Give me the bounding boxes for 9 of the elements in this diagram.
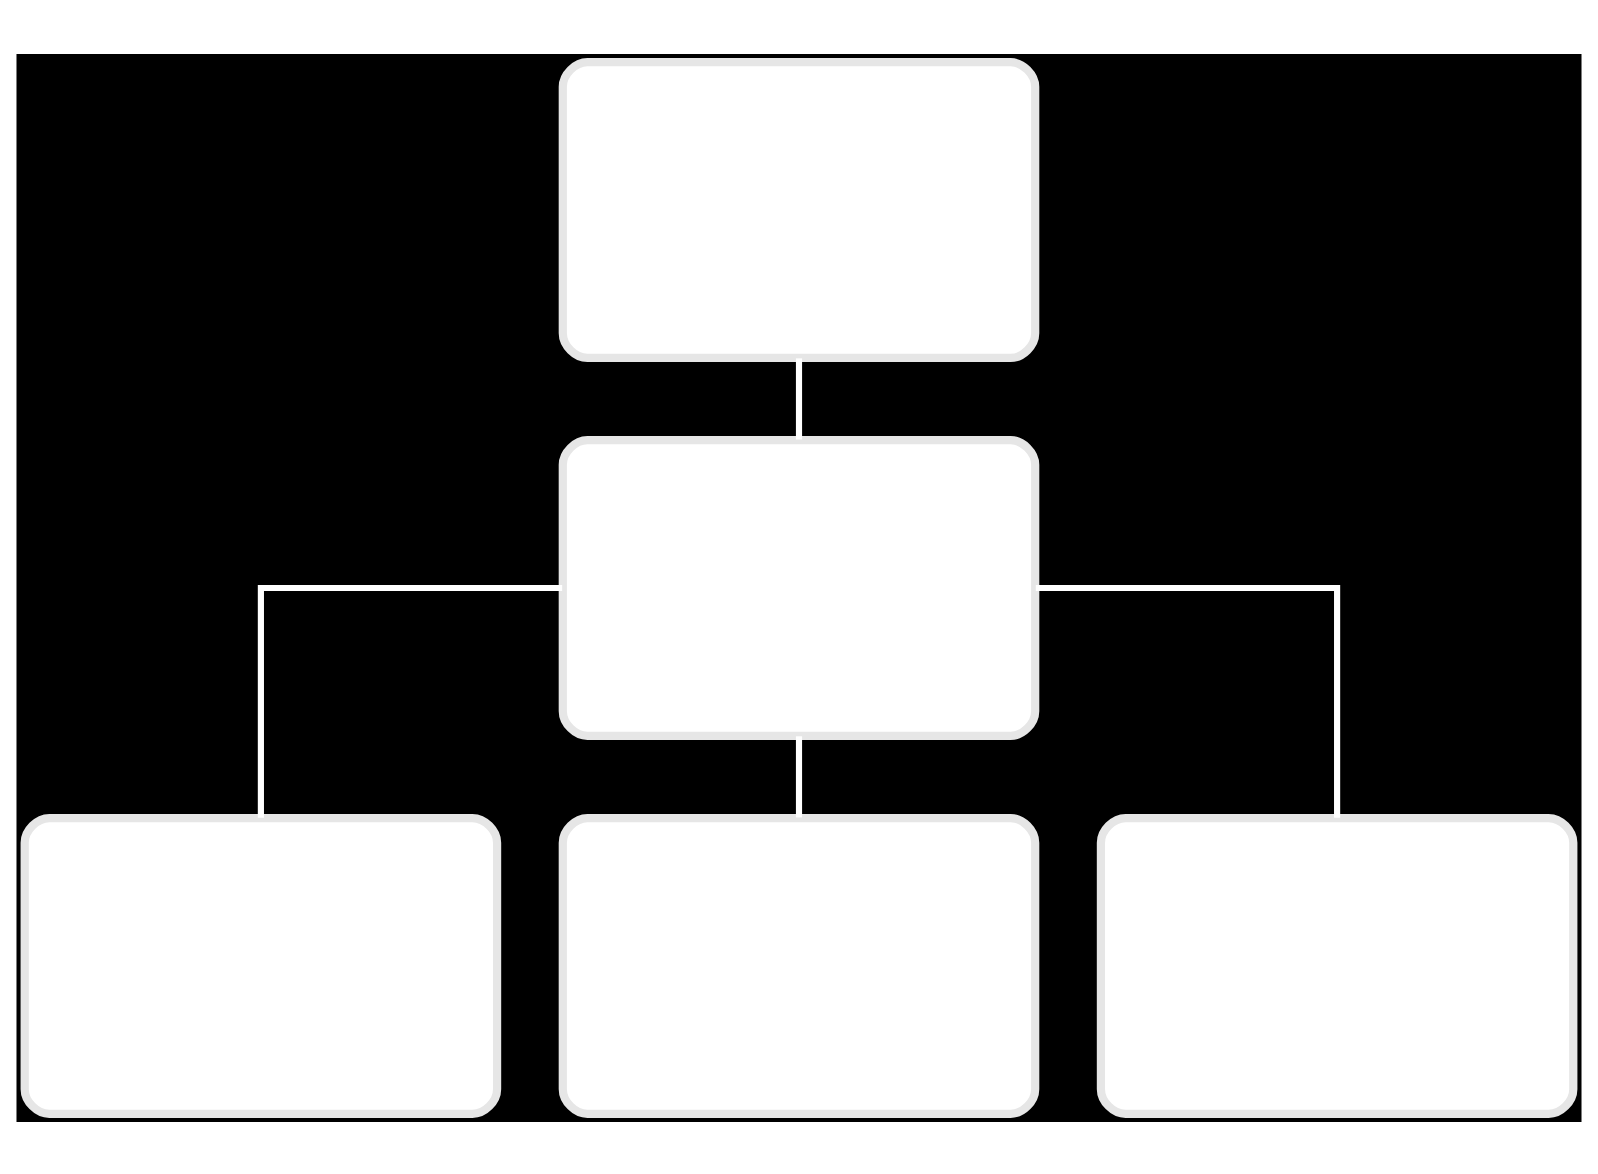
node-box bbox=[558, 812, 1040, 1117]
node-box bbox=[1096, 812, 1578, 1117]
node-box bbox=[558, 435, 1040, 739]
node-box bbox=[20, 812, 502, 1117]
connector bbox=[795, 357, 803, 439]
connector bbox=[795, 735, 803, 817]
node-box bbox=[558, 57, 1040, 362]
connector bbox=[257, 583, 563, 817]
connector bbox=[1035, 583, 1341, 817]
